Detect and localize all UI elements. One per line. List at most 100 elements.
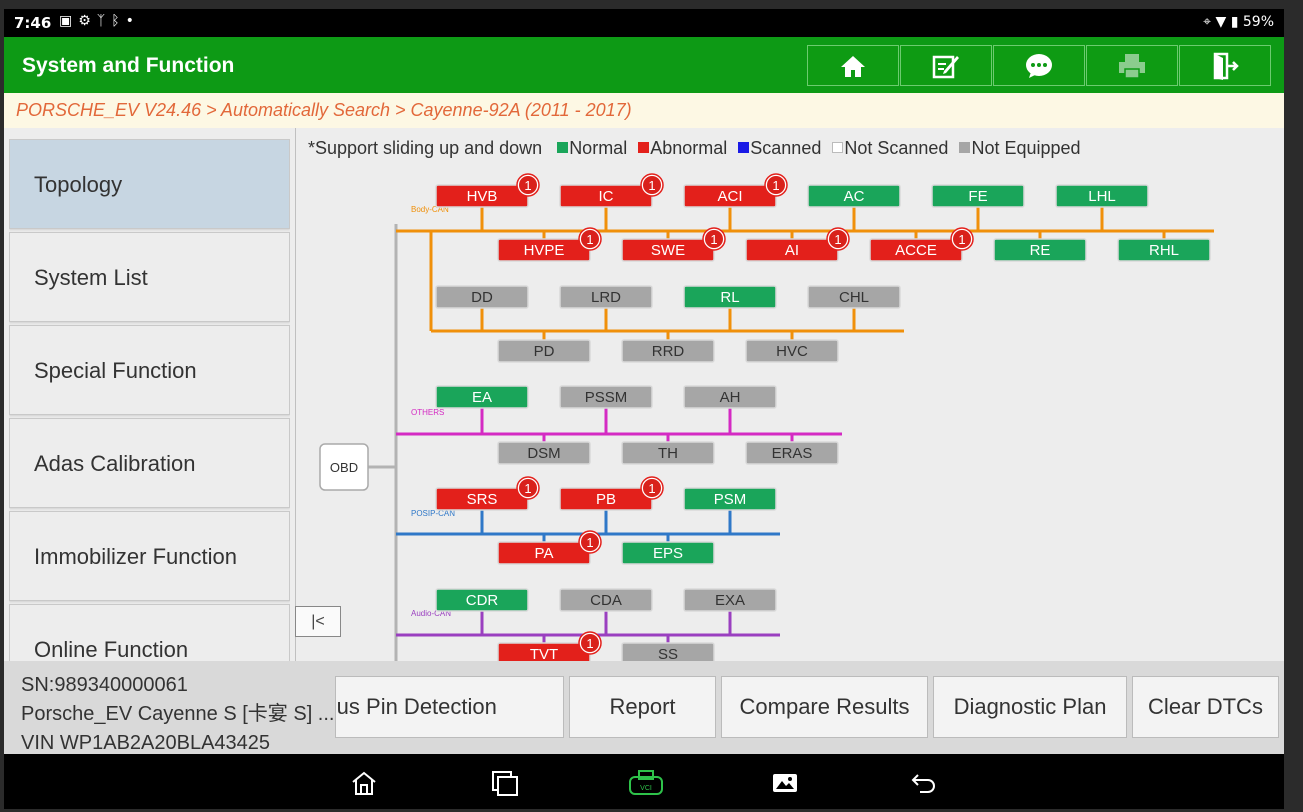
sidebar-item-label: Topology — [34, 172, 123, 197]
node-label: PB — [596, 491, 616, 508]
print-icon — [1119, 53, 1145, 79]
ecu-node-pb[interactable]: PB1 — [559, 476, 664, 511]
ecu-node-ea[interactable]: EA — [435, 385, 529, 409]
sidebar-item-system-list[interactable]: System List — [9, 232, 290, 322]
bus-pin-detection-button[interactable]: Bus Pin Detection — [335, 676, 564, 738]
sidebar-item-special-function[interactable]: Special Function — [9, 325, 290, 415]
sidebar-item-online-function[interactable]: Online Function — [9, 604, 290, 661]
print-button[interactable] — [1086, 45, 1178, 86]
dtc-badge-fill — [643, 479, 661, 497]
node-box — [931, 184, 1025, 208]
vehicle-name: Porsche_EV Cayenne S [卡宴 S] ... — [21, 703, 333, 725]
node-box — [621, 441, 715, 465]
clear-dtcs-button[interactable]: Clear DTCs — [1132, 676, 1279, 738]
ecu-node-cda[interactable]: CDA — [559, 588, 653, 612]
edit-button[interactable] — [900, 45, 992, 86]
ecu-node-lhl[interactable]: LHL — [1055, 184, 1149, 208]
node-label: SRS — [467, 491, 498, 508]
ecu-node-pd[interactable]: PD — [497, 339, 591, 363]
dtc-count: 1 — [772, 178, 779, 193]
sidebar-item-adas-calibration[interactable]: Adas Calibration — [9, 418, 290, 508]
legend-swatch-not-scanned — [832, 142, 844, 153]
exit-button[interactable] — [1179, 45, 1271, 86]
ecu-node-ah[interactable]: AH — [683, 385, 777, 409]
ecu-node-pa[interactable]: PA1 — [497, 530, 602, 565]
notification-icons: ▣⚙ᛉᛒ• — [59, 13, 140, 29]
legend-swatch-not-equipped — [959, 142, 971, 153]
button-label: Bus Pin Detection — [335, 694, 497, 719]
node-label: DD — [471, 289, 493, 306]
node-label: HVPE — [524, 242, 565, 259]
node-label: PA — [535, 545, 554, 562]
node-label: DSM — [527, 445, 560, 462]
bus-label: OTHERS — [411, 408, 444, 417]
ecu-node-re[interactable]: RE — [993, 238, 1087, 262]
dtc-count: 1 — [958, 232, 965, 247]
node-label: AI — [785, 242, 799, 259]
image-icon: ▣ — [59, 13, 79, 29]
dtc-badge-fill — [767, 176, 785, 194]
report-button[interactable]: Report — [569, 676, 716, 738]
node-box — [1117, 238, 1211, 262]
ecu-node-eps[interactable]: EPS — [621, 541, 715, 565]
ecu-node-psm[interactable]: PSM — [683, 487, 777, 511]
node-label: PSM — [714, 491, 747, 508]
home-button[interactable] — [807, 45, 899, 86]
ecu-node-eras[interactable]: ERAS — [745, 441, 839, 465]
ecu-node-dd[interactable]: DD — [435, 285, 529, 309]
ecu-node-lrd[interactable]: LRD — [559, 285, 653, 309]
nav-back-button[interactable] — [904, 768, 944, 798]
ecu-node-rhl[interactable]: RHL — [1117, 238, 1211, 262]
sidebar-item-topology[interactable]: Topology — [9, 139, 290, 229]
ecu-node-pssm[interactable]: PSSM — [559, 385, 653, 409]
ecu-node-ss[interactable]: SS — [621, 642, 715, 661]
dtc-badge-fill — [519, 176, 537, 194]
obd-node[interactable]: OBD — [319, 443, 369, 491]
diagnostic-plan-button[interactable]: Diagnostic Plan — [933, 676, 1127, 738]
node-box — [621, 642, 715, 661]
ecu-node-chl[interactable]: CHL — [807, 285, 901, 309]
navigation-bar: VCI — [4, 754, 1284, 809]
collapse-sidebar-button[interactable]: |< — [295, 606, 341, 637]
page-title: System and Function — [22, 54, 235, 77]
topology-panel[interactable]: *Support sliding up and down Normal Abno… — [296, 128, 1284, 661]
sidebar: Topology System List Special Function Ad… — [9, 139, 290, 661]
vehicle-info: SN:989340000061 Porsche_EV Cayenne S [卡宴… — [21, 671, 333, 758]
ecu-node-ac[interactable]: AC — [807, 184, 901, 208]
node-label: TH — [658, 445, 678, 462]
ecu-node-dsm[interactable]: DSM — [497, 441, 591, 465]
ecu-node-rrd[interactable]: RRD — [621, 339, 715, 363]
dtc-badge-fill — [953, 230, 971, 248]
compare-results-button[interactable]: Compare Results — [721, 676, 928, 738]
chat-button[interactable] — [993, 45, 1085, 86]
nav-recents-button[interactable] — [485, 768, 525, 798]
ecu-node-fe[interactable]: FE — [931, 184, 1025, 208]
nav-vci-button[interactable]: VCI — [624, 768, 668, 798]
ecu-node-th[interactable]: TH — [621, 441, 715, 465]
nav-home-button[interactable] — [344, 768, 384, 798]
ecu-node-rl[interactable]: RL — [683, 285, 777, 309]
sidebar-item-immobilizer-function[interactable]: Immobilizer Function — [9, 511, 290, 601]
bus-label: Audio-CAN — [411, 609, 451, 618]
node-box — [559, 588, 653, 612]
ecu-node-ic[interactable]: IC1 — [559, 173, 664, 208]
sidebar-item-label: Special Function — [34, 358, 197, 383]
ecu-node-exa[interactable]: EXA — [683, 588, 777, 612]
node-box — [559, 285, 653, 309]
ecu-node-cdr[interactable]: CDR — [435, 588, 529, 612]
ecu-node-ai[interactable]: AI1 — [745, 227, 850, 262]
nav-gallery-button[interactable] — [765, 768, 805, 798]
node-label: PD — [534, 343, 555, 360]
ecu-node-hvc[interactable]: HVC — [745, 339, 839, 363]
node-box — [745, 441, 839, 465]
dot-icon: • — [125, 13, 140, 29]
gallery-icon — [773, 774, 797, 792]
status-right: ⌖ ▼ ▮ 59% — [1203, 14, 1274, 30]
